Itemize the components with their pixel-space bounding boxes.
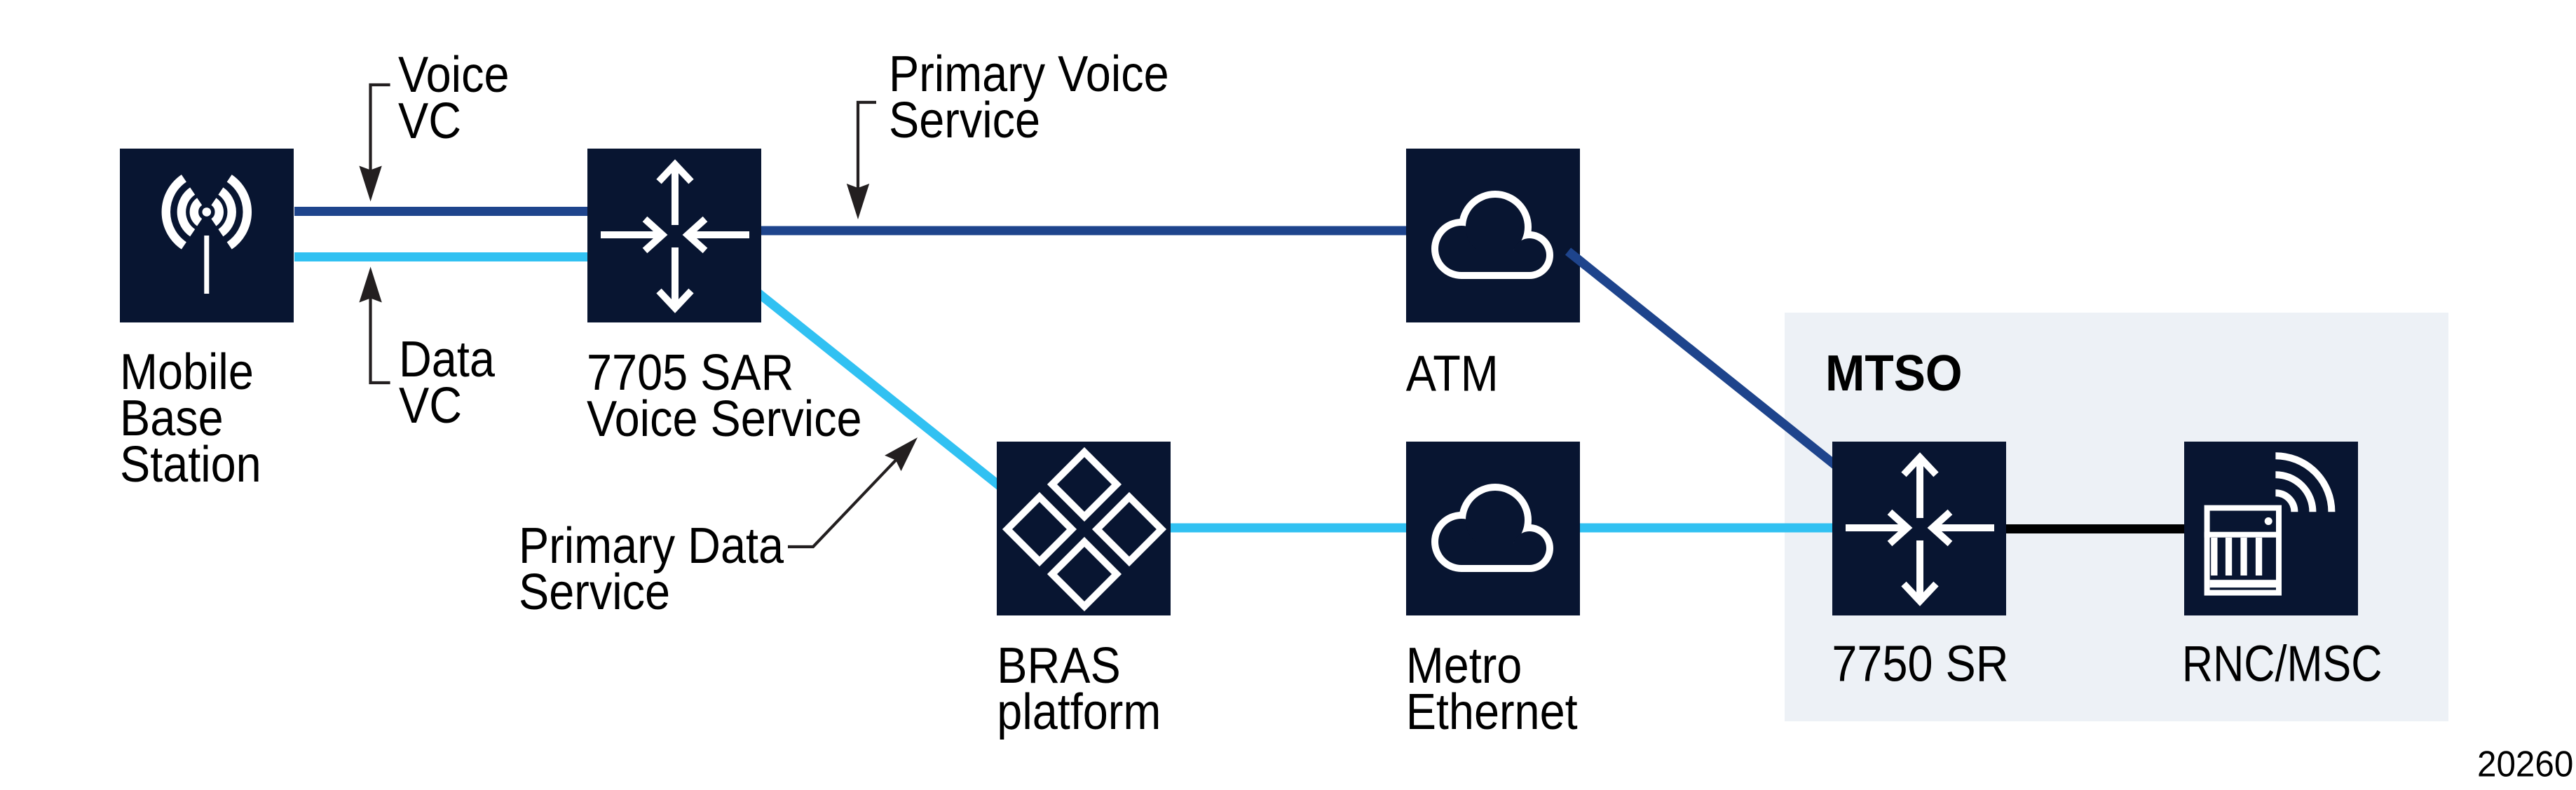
svg-text:Voice Service: Voice Service [587,390,862,447]
svg-text:7750 SR: 7750 SR [1832,635,2008,692]
svg-text:ATM: ATM [1406,345,1499,402]
svg-text:BRAS: BRAS [997,637,1120,694]
svg-text:Service: Service [519,564,670,620]
svg-text:platform: platform [997,683,1161,740]
svg-text:Metro: Metro [1406,637,1522,694]
svg-text:Service: Service [889,92,1040,149]
svg-text:7705 SAR: 7705 SAR [587,344,793,401]
svg-text:Station: Station [120,436,261,493]
svg-text:RNC/MSC: RNC/MSC [2182,636,2383,693]
svg-text:VC: VC [398,93,461,149]
svg-text:MTSO: MTSO [1825,345,1962,401]
svg-text:Base: Base [120,390,224,447]
svg-text:Voice: Voice [398,46,510,103]
svg-text:Mobile: Mobile [120,343,254,400]
svg-text:Data: Data [399,331,496,388]
svg-text:Primary Data: Primary Data [519,517,784,574]
svg-text:VC: VC [399,377,462,434]
svg-text:20260: 20260 [2477,743,2573,784]
svg-text:Ethernet: Ethernet [1406,683,1578,740]
svg-text:Primary Voice: Primary Voice [889,46,1169,102]
